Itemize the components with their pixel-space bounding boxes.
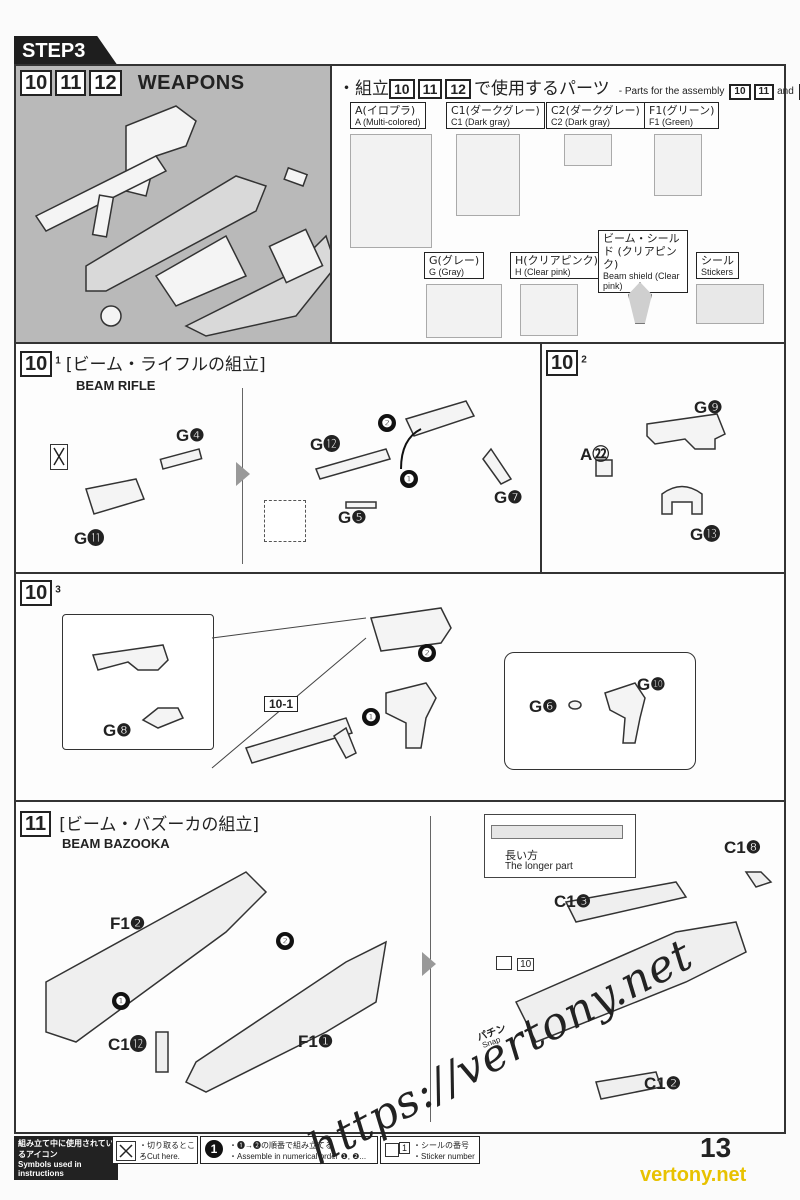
footer-legend-en: Symbols used in instructions xyxy=(18,1160,82,1178)
label-g9: G❾ xyxy=(694,398,723,417)
longer-part-callout: 長い方 The longer part xyxy=(484,814,636,878)
label-f1-2: F1❷ xyxy=(110,914,146,933)
part-label-beam-shield: ビーム・シールド (クリアピンク)Beam shield (Clear pink… xyxy=(598,230,688,293)
runner-h-image xyxy=(520,284,578,336)
assembly-num-11: 11 xyxy=(55,70,87,96)
runner-a-image xyxy=(350,134,432,248)
bazooka-right-illustration xyxy=(514,871,773,1100)
runner-f1-image xyxy=(654,134,702,196)
sticker-number: 10 xyxy=(517,958,535,971)
beam-bazooka-title-jp: [ビーム・バズーカの組立] xyxy=(59,815,260,835)
label-c1-3: C1❸ xyxy=(554,892,591,911)
longer-part-jp: 長い方 xyxy=(505,849,538,862)
weapons-illustration xyxy=(34,105,332,337)
page-number: 13 xyxy=(700,1132,732,1163)
step-marker-1: ❶ xyxy=(362,708,380,726)
step-marker-2: ❷ xyxy=(276,932,294,950)
label-g5: G❺ xyxy=(338,508,367,527)
label-g8: G❽ xyxy=(103,721,132,740)
part-10-2-illustration xyxy=(595,413,726,515)
label-g7: G❼ xyxy=(494,488,523,507)
rifle-step-b-illustration xyxy=(314,400,513,509)
part-label-h: H(クリアピンク)H (Clear pink) xyxy=(510,252,603,279)
label-g12: G⓬ xyxy=(310,435,341,454)
rifle-final-illustration xyxy=(211,607,452,769)
part-label-f1: F1(グリーン)F1 (Green) xyxy=(644,102,720,129)
longer-part-image xyxy=(491,825,623,839)
runner-c2-image xyxy=(564,134,612,166)
runner-g-image xyxy=(426,284,502,338)
legend-cut: ・切り取るところ ・Cut here. xyxy=(112,1136,198,1164)
longer-part-en: The longer part xyxy=(505,861,573,872)
callout-g6-g10: G❻ G❿ xyxy=(504,652,696,770)
sticker-sheet-image xyxy=(696,284,764,324)
label-c1-12: C1⓬ xyxy=(108,1035,147,1054)
label-g4: G❹ xyxy=(176,426,205,445)
footer-legend-jp: 組み立て中に使用されているアイコン xyxy=(18,1139,114,1159)
label-g13: G⓭ xyxy=(690,525,721,544)
section-11: 11 [ビーム・バズーカの組立] BEAM BAZOOKA F1❷ C1⓬ F1… xyxy=(14,800,786,1134)
sticker-icon xyxy=(496,955,512,970)
ref-10-1-badge: 10-1 xyxy=(264,696,299,712)
next-step-chevron xyxy=(422,952,436,976)
watermark-footer: vertony.net xyxy=(640,1164,747,1186)
assembly-num-12: 12 xyxy=(89,70,122,96)
label-g10: G❿ xyxy=(637,675,666,694)
rifle-step-a-illustration xyxy=(85,448,203,515)
weapons-title: WEAPONS xyxy=(137,72,245,94)
label-a22: A㉒ xyxy=(580,445,610,464)
step-marker-2: ❷ xyxy=(418,644,436,662)
assembly-num-10: 10 xyxy=(20,70,53,96)
label-c1-2: C1❷ xyxy=(644,1074,681,1093)
next-step-chevron xyxy=(236,462,250,486)
bazooka-left-illustration xyxy=(45,871,387,1093)
beam-rifle-title-en: BEAM RIFLE xyxy=(76,378,156,393)
cut-icon xyxy=(50,444,68,470)
beam-rifle-title-jp: [ビーム・ライフルの組立] xyxy=(65,355,266,375)
label-c1-8: C1❽ xyxy=(724,838,761,857)
sticker-callout: 10 xyxy=(496,952,535,971)
part-label-c2: C2(ダークグレー)C2 (Dark gray) xyxy=(546,102,645,129)
label-g6: G❻ xyxy=(529,697,558,716)
g8-illustration xyxy=(92,644,185,729)
legend-sticker: 1 ・シールの番号 ・Sticker number xyxy=(380,1136,480,1164)
g6-g10-illustration xyxy=(568,682,646,744)
section-11-header: 11 [ビーム・バズーカの組立] xyxy=(20,810,259,837)
runner-c1-image xyxy=(456,134,520,216)
sticker-icon xyxy=(385,1143,399,1157)
parts-heading-en: - Parts for the assembly xyxy=(618,86,725,97)
part-label-a: A(イロプラ)A (Multi-colored) xyxy=(350,102,426,129)
detail-inset xyxy=(264,500,306,542)
parts-heading-jp-suffix: で使用するパーツ xyxy=(473,79,610,99)
step-marker-1: ❶ xyxy=(112,992,130,1010)
step-tab: STEP3 xyxy=(14,36,118,66)
part-label-g: G(グレー)G (Gray) xyxy=(424,252,485,279)
label-g11: G⓫ xyxy=(74,529,105,548)
step-order-icon: 1 xyxy=(205,1140,223,1158)
label-f1-1: F1❶ xyxy=(298,1032,334,1051)
parts-heading-jp-prefix: ・組立 xyxy=(338,79,389,99)
scissors-icon xyxy=(116,1141,136,1161)
callout-g8: G❽ xyxy=(62,614,214,750)
step-marker-1: ❶ xyxy=(400,470,418,488)
legend-order: 1 ・❶→❷の順番で組み立てる ・Assemble in numerical o… xyxy=(200,1136,378,1164)
part-label-c1: C1(ダークグレー)C1 (Dark gray) xyxy=(446,102,545,129)
footer-legend-title: 組み立て中に使用されているアイコン Symbols used in instru… xyxy=(14,1136,118,1180)
beam-bazooka-title-en: BEAM BAZOOKA xyxy=(62,836,170,851)
step-marker-2: ❷ xyxy=(378,414,396,432)
